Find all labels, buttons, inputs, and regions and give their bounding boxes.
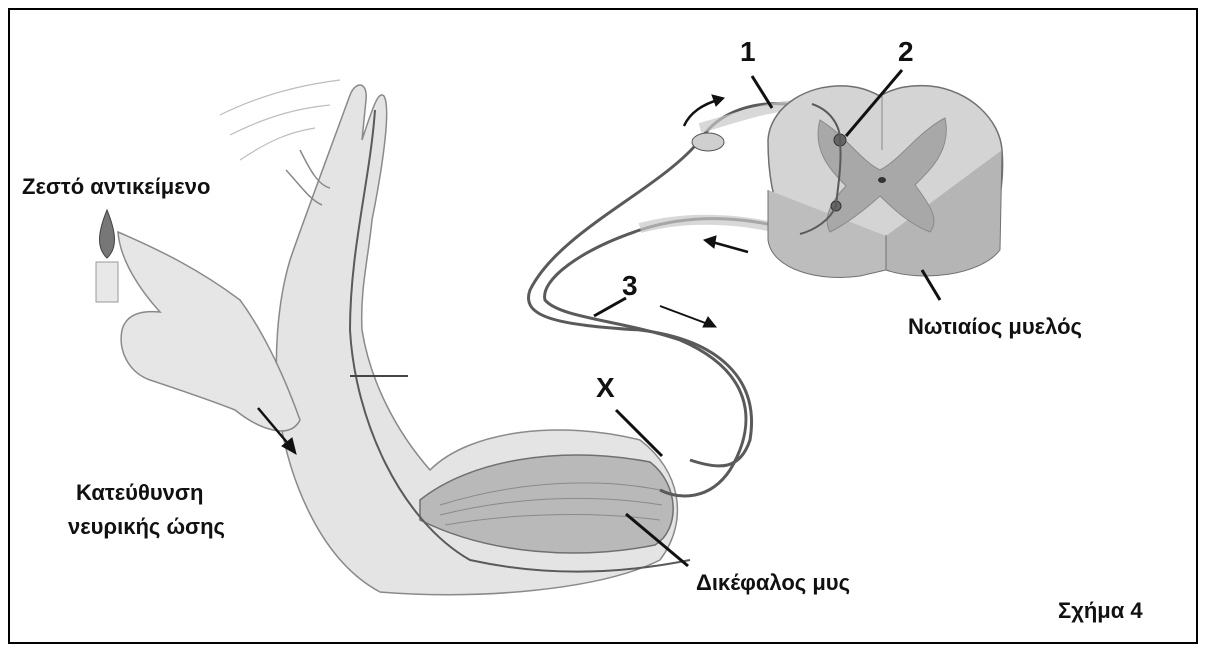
- marker-1: 1: [740, 36, 756, 68]
- lower-hand: [118, 232, 300, 431]
- candle-flame: [99, 210, 114, 258]
- arrow-to-muscle: [660, 306, 708, 324]
- hot-object-label: Ζεστό αντικείμενο: [22, 172, 210, 202]
- central-canal: [878, 177, 886, 183]
- spinal-cord-label: Νωτιαίος μυελός: [908, 312, 1082, 342]
- impulse-direction-label-line1: Κατεύθυνση: [76, 478, 203, 508]
- figure-caption: Σχήμα 4: [1058, 596, 1143, 626]
- marker-3: 3: [622, 270, 638, 302]
- marker-2: 2: [898, 36, 914, 68]
- marker-x: X: [596, 372, 615, 404]
- impulse-direction-label-line2: νευρικής ώσης: [68, 512, 225, 542]
- biceps-label: Δικέφαλος μυς: [696, 568, 850, 598]
- arrow-motor: [712, 242, 748, 252]
- spinal-cord-section: [768, 86, 1003, 278]
- candle: [96, 210, 118, 302]
- dorsal-root-ganglion: [692, 133, 724, 151]
